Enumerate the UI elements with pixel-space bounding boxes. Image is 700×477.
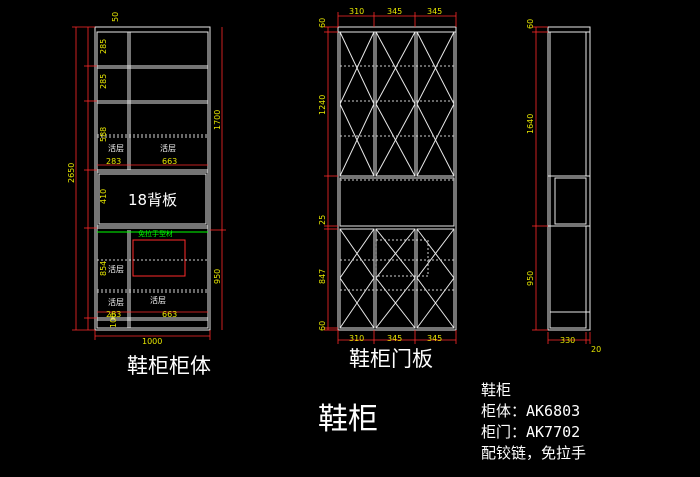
dim-door-width-bottom-1: 310 xyxy=(349,334,364,343)
dim-side-toe-kick: 20 xyxy=(591,345,601,354)
lower-red-box xyxy=(132,239,186,277)
label-back-panel: 18背板 xyxy=(128,191,177,209)
side-niche xyxy=(554,177,587,225)
dim-lower-door-height: 847 xyxy=(318,269,327,284)
info-line-1: 鞋柜 xyxy=(481,381,512,399)
dim-upper-door-height: 1240 xyxy=(318,95,327,115)
dim-lower-shelf: 854 xyxy=(99,261,108,276)
dim-door-width-bottom-2: 345 xyxy=(387,334,402,343)
body-outer-frame xyxy=(94,26,211,331)
info-block: 鞋柜 柜体：AK6803 柜门：AK7702 配铰链，免拉手 xyxy=(481,380,586,464)
dim-side-top-gap: 60 xyxy=(526,19,535,29)
dim-lower-height: 950 xyxy=(213,269,222,284)
dim-door-width-1: 310 xyxy=(349,7,364,16)
dim-door-width-3: 345 xyxy=(427,7,442,16)
upper-door-2 xyxy=(375,31,416,177)
side-outer-frame xyxy=(547,26,591,331)
caption-cabinet-body: 鞋柜柜体 xyxy=(127,354,211,378)
door-outer-frame xyxy=(337,26,457,331)
dim-side-depth: 330 xyxy=(560,336,575,345)
lower-door-1 xyxy=(339,228,375,329)
label-adjustable-1: 活层 xyxy=(108,143,124,153)
dim-upper-height: 1700 xyxy=(213,110,222,130)
label-adjustable-3: 活层 xyxy=(108,264,124,274)
dim-width-left-upper: 283 xyxy=(106,157,121,166)
body-inner-frame xyxy=(96,31,209,329)
lower-door-3 xyxy=(416,228,455,329)
dim-shelf-3: 588 xyxy=(99,127,108,142)
dim-width-right-lower: 663 xyxy=(162,310,177,319)
dim-width-right-upper: 663 xyxy=(162,157,177,166)
label-pull-handle-profile: 免拉手型材 xyxy=(138,229,173,238)
lower-door-2 xyxy=(375,228,416,329)
door-open-niche xyxy=(339,177,455,227)
dim-door-width-2: 345 xyxy=(387,7,402,16)
caption-cabinet-door: 鞋柜门板 xyxy=(349,347,433,371)
info-line-2: 柜体：AK6803 xyxy=(481,402,581,420)
cabinet-door-view: 310 345 345 310 345 345 60 1240 25 847 6… xyxy=(318,7,457,344)
dim-back-panel: 410 xyxy=(99,189,108,204)
cabinet-body-view: 2650 50 285 285 588 410 854 100 1700 950… xyxy=(67,12,226,346)
dim-width-left-lower: 283 xyxy=(106,310,121,319)
dim-shelf-1: 285 xyxy=(99,39,108,54)
dim-bottom-gap: 100 xyxy=(109,313,118,328)
dim-side-upper-height: 1640 xyxy=(526,114,535,134)
side-view: 60 1640 950 330 20 xyxy=(526,19,601,354)
dim-top-gap: 50 xyxy=(111,12,120,22)
dim-door-middle-gap: 25 xyxy=(318,215,327,225)
back-panel xyxy=(98,173,207,225)
dim-door-top-gap: 60 xyxy=(318,18,327,28)
label-adjustable-5: 活层 xyxy=(150,295,166,305)
dim-door-bottom-gap: 60 xyxy=(318,321,327,331)
dim-door-width-bottom-3: 345 xyxy=(427,334,442,343)
main-title: 鞋柜 xyxy=(318,402,378,437)
side-toe-kick xyxy=(549,311,587,329)
upper-door-1 xyxy=(339,31,375,177)
info-line-3: 柜门：AK7702 xyxy=(481,423,581,441)
dim-shelf-2: 285 xyxy=(99,74,108,89)
info-line-4: 配铰链，免拉手 xyxy=(481,444,587,462)
dim-side-lower-height: 950 xyxy=(526,271,535,286)
upper-door-3 xyxy=(416,31,455,177)
label-adjustable-2: 活层 xyxy=(160,143,176,153)
dim-total-width: 1000 xyxy=(142,337,162,346)
dim-total-height: 2650 xyxy=(67,163,76,183)
label-adjustable-4: 活层 xyxy=(108,297,124,307)
